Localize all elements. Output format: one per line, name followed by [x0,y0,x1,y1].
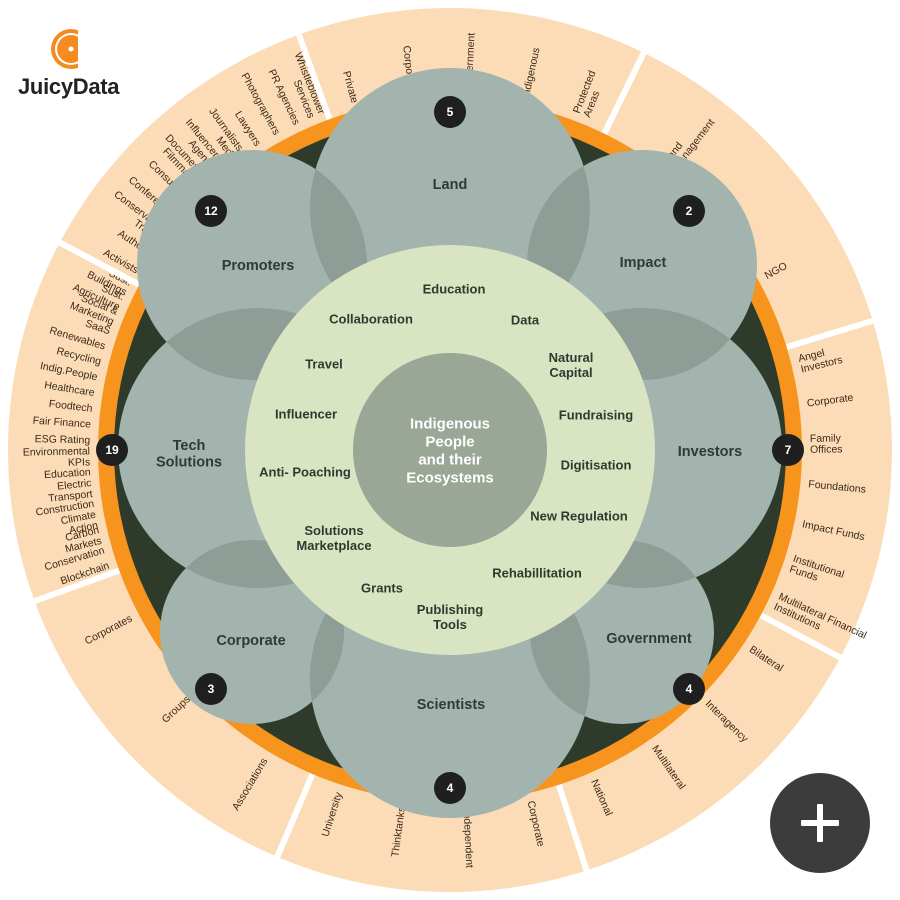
brand-name: JuicyData [18,74,120,99]
count-badge: 4 [673,673,705,705]
orange-slice-icon [51,29,91,69]
count-badge: 2 [673,195,705,227]
count-badge-label: 4 [686,682,693,696]
count-badge-circle [195,195,227,227]
count-badge: 12 [195,195,227,227]
petal-label: Government [606,631,692,647]
inner-item-label: Grants [361,580,403,595]
ring-segment-label: Foundations [808,478,867,495]
count-badge-circle [434,772,466,804]
inner-item-label: Data [511,312,540,327]
ring-divider [31,567,121,605]
count-badge: 7 [772,434,804,466]
ring-segment-label: Fair Finance [32,415,91,431]
inner-item-label: Travel [305,356,343,371]
ring-segment-label: EnvironmentalKPIs [23,445,91,469]
petal-label: Impact [620,255,667,271]
inner-item-label: Digitisation [561,457,632,472]
petal-label: Land [433,177,468,193]
inner-item-label: Rehabillitation [492,565,582,580]
count-badge-label: 2 [686,204,693,218]
inner-item-label: Influencer [275,406,337,421]
ring-segment-label: ESG Rating [35,433,91,446]
ring-divider [295,31,333,121]
ring-segment-label: Foodtech [48,398,93,415]
inner-item-label: Anti- Poaching [259,464,351,479]
count-badge-label: 19 [105,443,119,457]
ring-segment-label: Social &Marketing [68,289,119,327]
ring-segment-label: ClimateAction [60,508,100,538]
ring-segment-label: FamilyOffices [810,432,843,456]
count-badge-circle [673,673,705,705]
ring-divider [601,49,648,135]
count-badge: 3 [195,673,227,705]
ring-divider [759,612,844,662]
ring-divider [56,238,141,288]
center-disc [353,353,547,547]
count-badge-circle [772,434,804,466]
count-badge-circle [673,195,705,227]
count-badge: 5 [434,96,466,128]
count-badge-label: 4 [447,781,454,795]
ring-segment-label: Independent [461,809,476,868]
count-badge-circle [434,96,466,128]
count-badge: 19 [96,434,128,466]
inner-item-label: New Regulation [530,508,628,523]
count-badge-circle [195,673,227,705]
count-badge-circle [96,434,128,466]
ring-segment-label: Corporate [806,392,854,410]
petal-label: Scientists [417,697,486,713]
petal-label: Investors [678,444,742,460]
petal-label: Promoters [222,258,295,274]
brand-logo: JuicyData [18,22,138,102]
petal-label: Corporate [216,633,285,649]
ring-divider [785,317,876,350]
count-badge: 4 [434,772,466,804]
petal-overlap [309,595,344,702]
inner-item-label: Education [423,281,486,296]
count-badge-label: 3 [208,682,215,696]
ring-divider [555,783,591,874]
inner-item-label: Fundraising [559,407,633,422]
inner-item-label: Collaboration [329,311,413,326]
add-button[interactable] [770,773,870,873]
ring-segment-label: Education [44,466,92,481]
count-badge-label: 5 [447,105,454,119]
plus-icon [801,804,839,842]
ring-divider [273,772,316,860]
count-badge-label: 7 [785,443,792,457]
count-badge-label: 12 [204,204,218,218]
ring-segment-label: ElectricTransport [47,477,94,505]
